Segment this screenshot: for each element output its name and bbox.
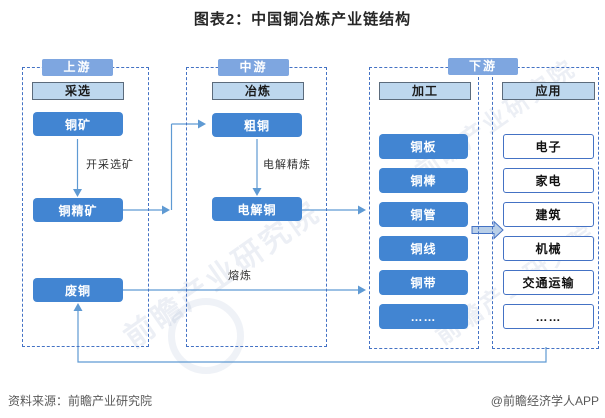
node-processing-more: …… <box>379 304 468 329</box>
node-scrap-copper: 废铜 <box>33 278 123 302</box>
data-source-text: 资料来源：前瞻产业研究院 <box>8 394 153 408</box>
stage-mining-selection: 采选 <box>32 82 124 100</box>
node-copper-strip: 铜带 <box>379 270 468 295</box>
tab-midstream: 中游 <box>218 59 289 76</box>
node-electrolytic-copper: 电解铜 <box>212 197 302 221</box>
node-application-more: …… <box>503 304 594 329</box>
node-copper-tube: 铜管 <box>379 202 468 227</box>
node-machinery: 机械 <box>503 236 594 261</box>
node-home-appliances: 家电 <box>503 168 594 193</box>
node-transportation: 交通运输 <box>503 270 594 295</box>
stage-application: 应用 <box>502 82 595 100</box>
node-copper-rod: 铜棒 <box>379 168 468 193</box>
node-copper-ore: 铜矿 <box>33 112 123 136</box>
node-copper-wire: 铜线 <box>379 236 468 261</box>
label-electrolytic-refining: 电解精炼 <box>263 159 311 171</box>
node-blister-copper: 粗铜 <box>212 113 302 137</box>
label-melting: 熔炼 <box>228 270 252 282</box>
node-electronics: 电子 <box>503 134 594 159</box>
figure-title: 图表2：中国铜冶炼产业链结构 <box>193 11 412 28</box>
label-mining-beneficiation: 开采选矿 <box>86 159 134 171</box>
node-construction: 建筑 <box>503 202 594 227</box>
stage-smelting: 冶炼 <box>212 82 304 100</box>
tab-downstream: 下游 <box>448 58 518 75</box>
credit-text: @前瞻经济学人APP <box>490 394 599 408</box>
node-copper-concentrate: 铜精矿 <box>33 198 123 222</box>
tab-upstream: 上游 <box>42 59 113 76</box>
stage-processing: 加工 <box>379 82 471 100</box>
node-copper-plate: 铜板 <box>379 134 468 159</box>
